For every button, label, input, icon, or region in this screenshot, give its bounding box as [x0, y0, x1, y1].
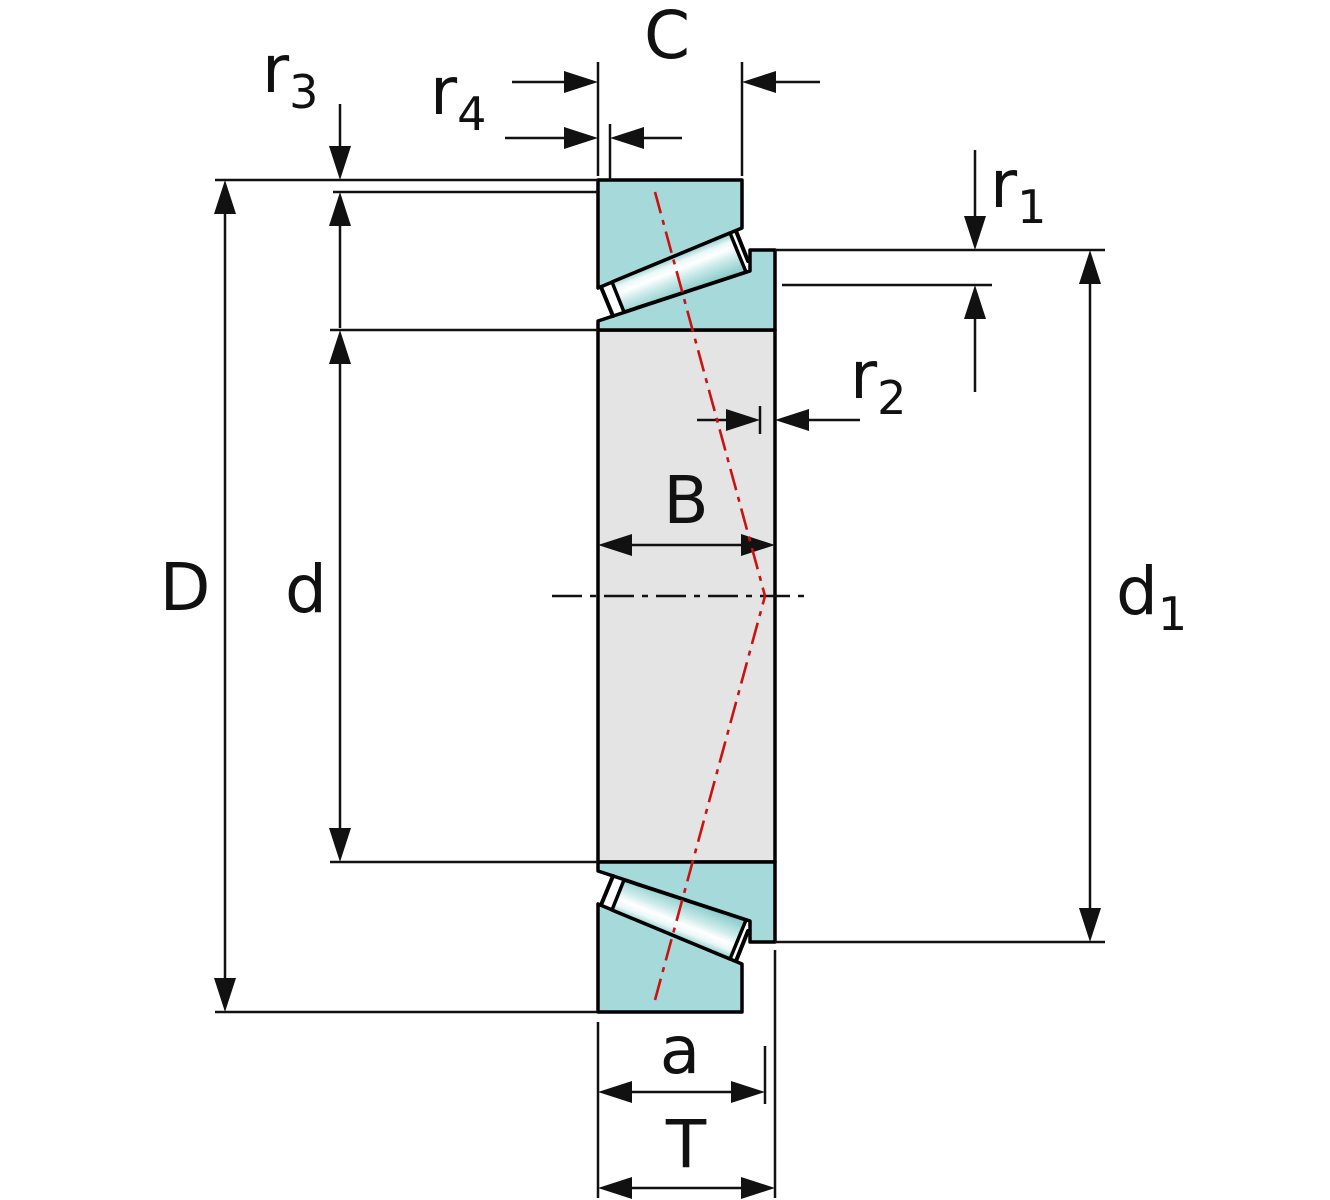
dimension-a: a [598, 1012, 767, 1104]
dim-label-r1-sub: 1 [1017, 180, 1046, 234]
outer-ring-bottom-section [596, 902, 744, 1014]
dimension-B: B [598, 462, 775, 556]
arrowheads-r4 [564, 127, 644, 149]
dim-label-d1-sub: 1 [1158, 587, 1187, 641]
dim-label-d1: d1 [1116, 553, 1187, 641]
dim-label-D: D [160, 549, 211, 626]
cage-mark-top-small-end [599, 285, 615, 318]
arrowheads-r2 [726, 409, 809, 431]
dim-label-B: B [663, 462, 708, 539]
dim-label-T: T [665, 1106, 707, 1183]
extension-lines-d1 [775, 248, 1105, 944]
dim-label-C: C [644, 0, 690, 74]
arrowheads-r3 [329, 146, 351, 226]
dim-label-d: d [285, 551, 327, 628]
dim-label-r2: r2 [850, 337, 906, 425]
extension-lines-D [215, 178, 598, 1014]
cage-mark-bottom-large-end [734, 929, 750, 963]
extension-lines-T [596, 950, 777, 1198]
pressure-line-top [653, 191, 767, 597]
arrowheads-a [598, 1081, 765, 1103]
dimension-r4: r4 [430, 53, 682, 180]
dimension-T: T [596, 950, 777, 1199]
dim-label-r3: r3 [262, 31, 318, 119]
dim-label-r1: r1 [990, 146, 1046, 234]
dimension-r3: r3 [262, 31, 598, 328]
dim-label-d1-base: d [1116, 553, 1158, 630]
dimension-d1: d1 [775, 248, 1187, 944]
outer-ring-top-section [596, 178, 744, 290]
dimension-r1: r1 [782, 146, 1046, 392]
dimension-r2: r2 [697, 337, 906, 434]
cage-mark-bottom-small-end [599, 874, 615, 907]
dimension-D: D [160, 178, 598, 1014]
tapered-roller-bottom [610, 878, 748, 961]
cage-mark-top-large-end [734, 229, 750, 263]
dim-label-r2-base: r [850, 337, 878, 414]
dimension-d: d [285, 328, 598, 864]
extension-lines-d [330, 328, 598, 864]
dim-label-r4-sub: 4 [457, 87, 486, 141]
dim-label-r3-base: r [262, 31, 290, 108]
arrowheads-r1 [964, 216, 986, 319]
arrowheads-C [564, 71, 776, 93]
extension-lines-C [596, 62, 744, 176]
dim-label-r2-sub: 2 [877, 371, 906, 425]
dim-label-r4: r4 [430, 53, 486, 141]
tapered-roller-top [610, 231, 748, 314]
dim-label-r1-base: r [990, 146, 1018, 223]
dim-label-r4-base: r [430, 53, 458, 130]
pressure-line-bottom [653, 595, 767, 1001]
dim-label-r3-sub: 3 [289, 65, 318, 119]
dimension-C: C [512, 0, 820, 176]
dim-label-a: a [660, 1012, 700, 1089]
